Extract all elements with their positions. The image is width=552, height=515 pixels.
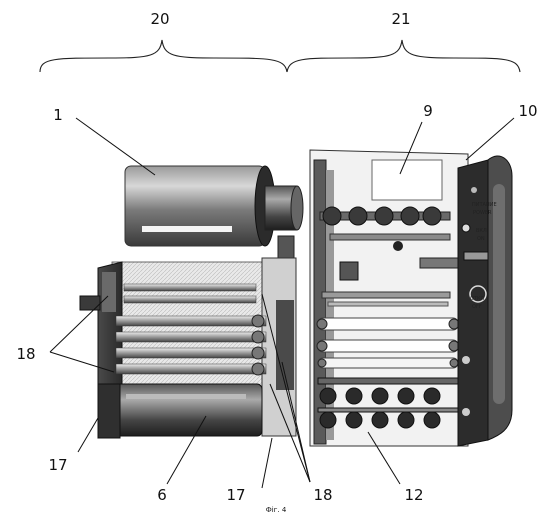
roller-cassette [79,257,297,439]
label-17-bottom: 17 [226,486,245,504]
label-1: 1 [53,106,63,124]
guide-rollers [316,317,460,369]
label-18-bottom: 18 [313,486,332,504]
panel-text-5: ОТКЛ [470,296,485,302]
figure-caption: Фіг. 4 [266,506,287,514]
label-12: 12 [404,486,423,504]
panel-text-3: ВКЛ [476,228,487,234]
label-6: 6 [157,486,167,504]
brace-21 [286,39,521,73]
panel-text-4: ON [477,236,485,242]
panel-text-6: OFF [472,304,482,310]
label-20: 20 [150,10,169,28]
mechanism-frame [309,149,513,447]
sprocket-row [317,377,459,429]
roller-stack [115,283,267,376]
label-17-left: 17 [48,456,67,474]
label-21: 21 [391,10,410,28]
panel-text-1: ПИТАНИЕ [472,202,497,208]
brace-20 [39,39,288,73]
motor-cylinder [124,165,304,261]
leader-lines [49,117,515,489]
label-10: 10 [518,102,537,120]
label-18-left: 18 [16,345,35,363]
panel-text-2: POWER [473,210,492,216]
label-9: 9 [423,102,433,120]
